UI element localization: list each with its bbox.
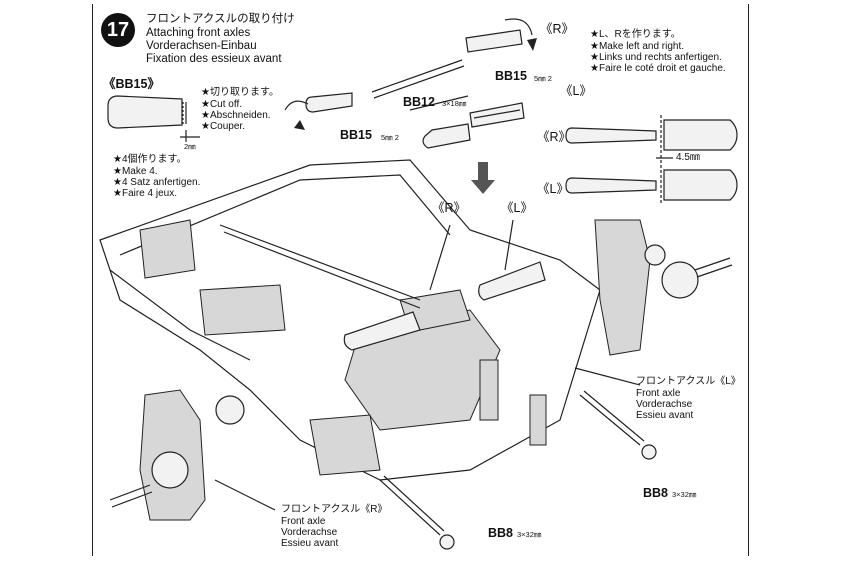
front-axle-l-hub: [594, 219, 733, 356]
lr-note-fr: ★Faire le coté droit et gauche.: [590, 63, 726, 74]
axle-r-en: Front axle: [281, 516, 326, 527]
make4-jp: ★4個作ります。: [113, 154, 187, 165]
length-diagram-r: [565, 119, 738, 151]
label-l-top: 《L》: [560, 84, 592, 98]
ball-connector-assembly: [305, 29, 525, 149]
gap-dimension: 4.5㎜: [676, 152, 700, 163]
bb8-right-label: BB8: [643, 486, 669, 500]
down-arrow: [471, 162, 495, 194]
make4-de: ★4 Satz anfertigen.: [113, 177, 201, 188]
bb12-size: 3×18㎜: [442, 99, 467, 108]
leader-axle-r: [214, 479, 276, 511]
rotate-arrow-left-head: [294, 120, 305, 130]
axle-l-en: Front axle: [636, 388, 681, 399]
make4-en: ★Make 4.: [113, 166, 158, 177]
bb15-lower-size: 5㎜ 2: [381, 133, 399, 142]
length-diagram-l: [565, 169, 738, 201]
step-title-en: Attaching front axles: [146, 27, 251, 39]
cut-note-fr: ★Couper.: [201, 121, 245, 132]
axle-r-de: Vorderachse: [281, 527, 338, 538]
rotate-arrow-left: [284, 100, 309, 111]
bb15-box-label: 《BB15》: [103, 77, 160, 91]
front-axle-r-hub: [109, 389, 245, 521]
bb8-bottom-label: BB8: [488, 526, 514, 540]
cut-note-en: ★Cut off.: [201, 99, 243, 110]
step-title-fr: Fixation des essieux avant: [146, 53, 282, 65]
bb15-lower-label: BB15: [340, 128, 372, 142]
lr-note-de: ★Links und rechts anfertigen.: [590, 52, 722, 63]
chassis-body: [99, 159, 601, 481]
axle-r-jp: フロントアクスル《R》: [281, 504, 388, 515]
cut-note-jp: ★切り取ります。: [201, 87, 279, 98]
lr-note-en: ★Make left and right.: [590, 41, 685, 52]
leader-axle-l: [574, 367, 641, 386]
connector-l: [478, 261, 546, 301]
label-l-mid: 《L》: [537, 182, 569, 196]
axle-l-de: Vorderachse: [636, 399, 693, 410]
label-r-mid: 《R》: [537, 130, 572, 144]
bb15-part-illustration: [107, 95, 200, 142]
label-l-chassis: 《L》: [501, 201, 533, 215]
lr-note-jp: ★L、Rを作ります。: [590, 29, 681, 40]
cut-note-de: ★Abschneiden.: [201, 110, 271, 121]
bb12-label: BB12: [403, 95, 435, 109]
bb8-screw-bottom: [379, 475, 455, 550]
bb15-upper-size: 5㎜ 2: [534, 74, 552, 83]
axle-l-fr: Essieu avant: [636, 410, 694, 421]
rotate-arrow-right: [504, 18, 533, 36]
connector-r: [343, 311, 421, 351]
step-title-de: Vorderachsen-Einbau: [146, 40, 257, 52]
bb15-upper-label: BB15: [495, 69, 527, 83]
page-frame: [92, 4, 749, 556]
bb8-right-size: 3×32㎜: [672, 490, 697, 499]
make4-fr: ★Faire 4 jeux.: [113, 188, 177, 199]
step-number-badge: 17: [101, 13, 135, 47]
axle-l-jp: フロントアクスル《L》: [636, 376, 741, 387]
cut-dimension: 2㎜: [184, 142, 196, 151]
step-title-jp: フロントアクスルの取り付け: [146, 13, 295, 25]
axle-r-fr: Essieu avant: [281, 538, 339, 549]
label-r-top: 《R》: [540, 22, 575, 36]
bb8-screw-right: [579, 390, 657, 460]
bb8-bottom-size: 3×32㎜: [517, 530, 542, 539]
rotate-arrow-right-head: [527, 38, 537, 51]
label-r-chassis: 《R》: [432, 201, 467, 215]
